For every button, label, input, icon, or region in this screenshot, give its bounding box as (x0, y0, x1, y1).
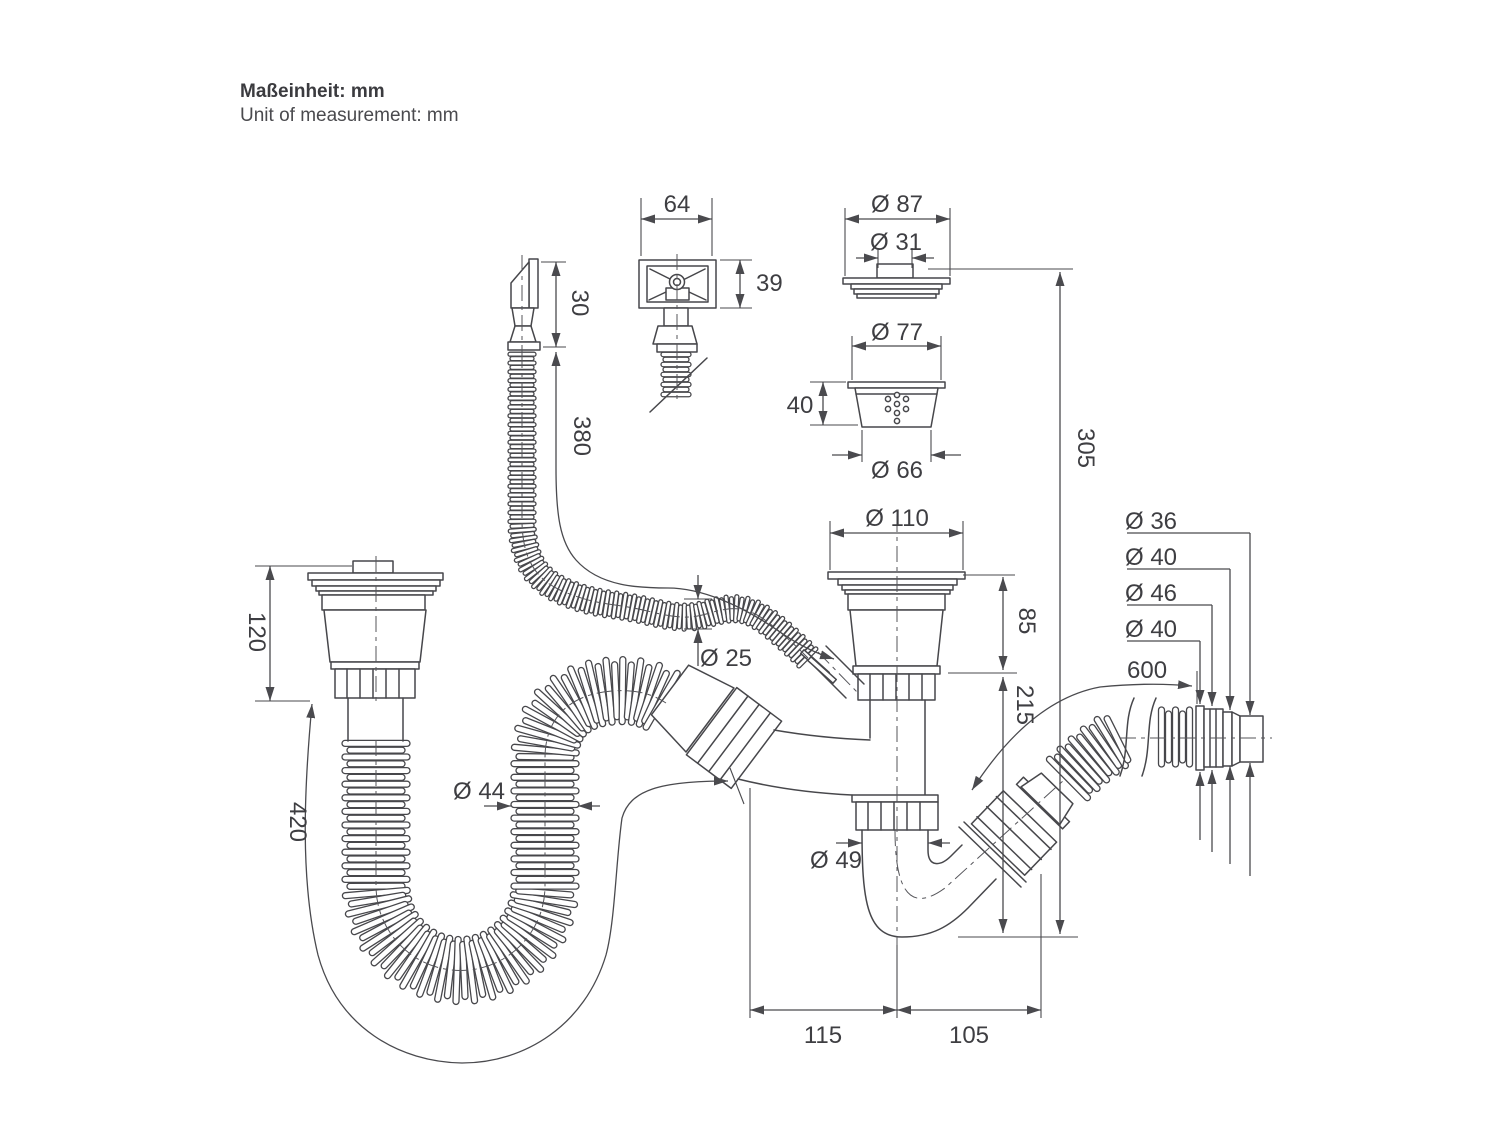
dim-label-30: 30 (566, 290, 593, 317)
dim-label-64: 64 (664, 191, 691, 218)
labels: Maßeinheit: mm Unit of measurement: mm 6… (240, 81, 1177, 1049)
dim-label-110: Ø 110 (865, 505, 929, 532)
dim-label-40b: Ø 40 (1125, 616, 1177, 643)
corrugated-hoses (341, 351, 1194, 1006)
dim-label-66: Ø 66 (871, 457, 923, 484)
dim-label-44: Ø 44 (453, 778, 505, 805)
dim-label-31: Ø 31 (870, 229, 922, 256)
unit-label-en: Unit of measurement: mm (240, 105, 459, 126)
dim-label-40a: Ø 40 (1125, 544, 1177, 571)
dim-label-77: Ø 77 (871, 319, 923, 346)
overflow-side-view (507, 258, 541, 351)
dim-label-85: 85 (1013, 608, 1040, 635)
dim-label-105: 105 (949, 1022, 989, 1049)
unit-label-de: Maßeinheit: mm (240, 81, 385, 102)
dim-label-115: 115 (804, 1022, 842, 1049)
hose-union-nut (650, 664, 871, 796)
dim-label-46: Ø 46 (1125, 580, 1177, 607)
dim-label-305: 305 (1072, 428, 1099, 468)
strainer-basket-detail (847, 381, 946, 428)
dim-label-87: Ø 87 (871, 191, 923, 218)
dim-label-36: Ø 36 (1125, 508, 1177, 535)
dim-label-25: Ø 25 (700, 645, 752, 672)
drain-cap-detail (842, 263, 951, 299)
dim-label-40-height: 40 (787, 392, 814, 419)
dim-label-49: Ø 49 (810, 847, 862, 874)
dim-label-39: 39 (756, 270, 783, 297)
dim-label-380: 380 (568, 416, 595, 456)
dim-label-215: 215 (1011, 685, 1038, 725)
dim-label-600: 600 (1127, 657, 1167, 684)
dim-label-120: 120 (243, 612, 270, 652)
dim-label-420: 420 (284, 802, 311, 842)
dimension-annotations (255, 198, 1255, 1064)
